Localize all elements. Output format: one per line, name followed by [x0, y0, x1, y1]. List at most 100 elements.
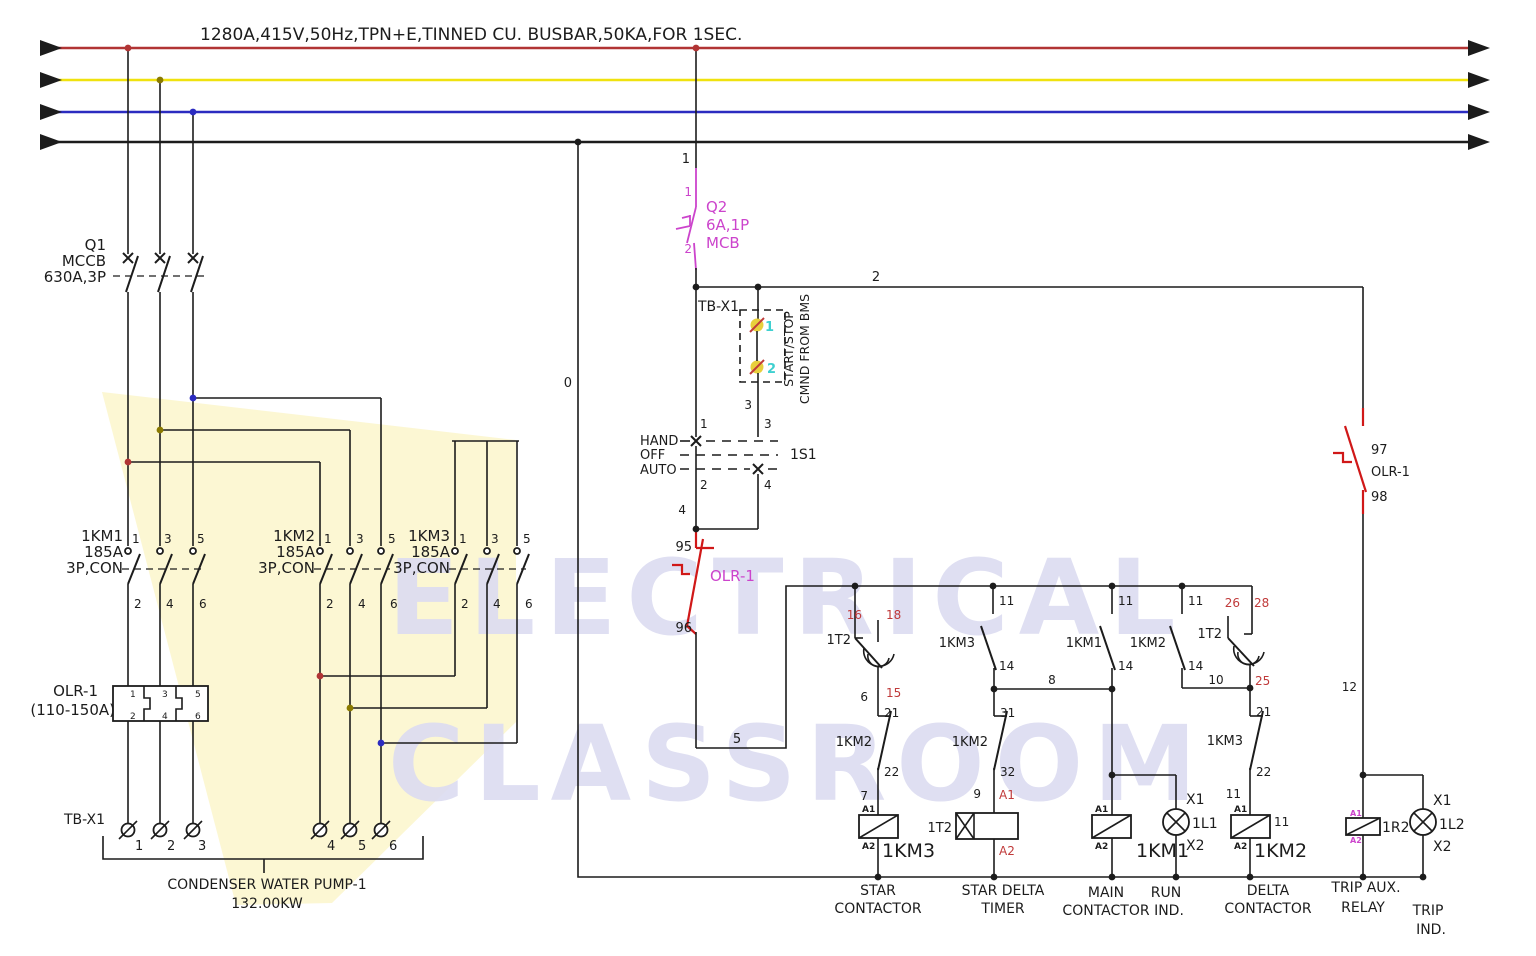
- label-r5-1t2-name: 1T2: [1198, 627, 1222, 642]
- label-r3-coil-a2: A2: [1095, 842, 1108, 852]
- label-olr1-name: OLR-1: [53, 682, 98, 700]
- label-olr1-t3: 3: [162, 690, 168, 700]
- label-r5-coil-11: 11: [1274, 815, 1289, 829]
- label-bms-caption-2: CMND FROM BMS: [797, 294, 812, 404]
- power-busbars: [40, 40, 1490, 150]
- bms-terminal-block: [739, 287, 786, 437]
- label-olr1-t1: 1: [130, 690, 136, 700]
- label-km1-t6: 6: [199, 597, 207, 611]
- label-wire-4: 4: [678, 503, 686, 517]
- label-r5-wire-11: 11: [1226, 787, 1241, 801]
- label-km3-t3: 3: [491, 532, 499, 546]
- label-cap-trip-aux-1: TRIP AUX.: [1330, 880, 1400, 896]
- label-cap-main-2: CONTACTOR: [1062, 903, 1149, 919]
- control-supply-wires: [577, 48, 1423, 878]
- label-km2-t5: 5: [388, 532, 396, 546]
- label-sel-off: OFF: [640, 448, 665, 463]
- label-wire-12: 12: [1342, 680, 1357, 694]
- watermark-triangle: [102, 392, 516, 905]
- label-r1-coil-a1: A1: [862, 805, 875, 815]
- label-sel-leg3: 3: [764, 417, 772, 431]
- label-r1-1t2-15: 15: [886, 686, 901, 700]
- label-km2-name: 1KM2: [273, 527, 315, 545]
- label-wire-2: 2: [872, 270, 880, 285]
- label-r2-km3-14: 14: [999, 659, 1014, 673]
- label-tbx1-2: 2: [167, 839, 175, 854]
- label-km2-t6: 6: [390, 597, 398, 611]
- olr1-nc-contact: [672, 531, 714, 748]
- label-olr-nc-name: OLR-1: [710, 567, 755, 585]
- label-r1-km2-name: 1KM2: [836, 735, 872, 750]
- label-relay-a1: A1: [1350, 809, 1362, 818]
- watermark-text: ELECTRICAL CLASSROOM: [388, 537, 1207, 825]
- contactor-1km2: [314, 547, 394, 823]
- label-r5-1t2-28: 28: [1254, 596, 1269, 610]
- label-r2-km2-name: 1KM2: [952, 735, 988, 750]
- label-km1-name: 1KM1: [81, 527, 123, 545]
- label-wire-5: 5: [733, 732, 741, 747]
- label-r5-1t2-26: 26: [1225, 596, 1240, 610]
- label-km1-rating: 185A: [84, 543, 124, 561]
- label-r4-km2-14: 14: [1188, 659, 1203, 673]
- label-cap-star-2: CONTACTOR: [834, 901, 921, 917]
- label-r2-km2-32: 32: [1000, 765, 1015, 779]
- label-km2-type: 3P,CON: [258, 559, 315, 577]
- label-km2-rating: 185A: [276, 543, 316, 561]
- watermark-line2: CLASSROOM: [388, 703, 1207, 825]
- label-q2-rating: 6A,1P: [706, 216, 749, 234]
- label-sel-auto: AUTO: [640, 463, 677, 478]
- label-r5-coil-a1: A1: [1234, 805, 1247, 815]
- label-bms-caption-1: START/STOP: [781, 311, 796, 387]
- label-km3-rating: 185A: [411, 543, 451, 561]
- label-pump-rating: 132.00KW: [231, 896, 303, 912]
- label-sel-leg1: 1: [700, 417, 708, 431]
- label-olr-nc-96: 96: [675, 621, 692, 636]
- label-tbx1-1: 1: [135, 839, 143, 854]
- label-km2-t1: 1: [324, 532, 332, 546]
- label-busbar-title: 1280A,415V,50Hz,TPN+E,TINNED CU. BUSBAR,…: [200, 25, 742, 45]
- label-r3-km1-name: 1KM1: [1066, 636, 1102, 651]
- label-r2-coil-a1: A1: [999, 788, 1015, 802]
- label-cap-delta-1: DELTA: [1247, 883, 1290, 899]
- watermark-line1: ELECTRICAL: [388, 537, 1185, 659]
- label-wire-10: 10: [1208, 673, 1223, 687]
- label-olr1-t5: 5: [195, 690, 201, 700]
- label-cap-run-2: IND.: [1154, 903, 1184, 919]
- contactor-1km1: [122, 547, 206, 686]
- label-layer: 1280A,415V,50Hz,TPN+E,TINNED CU. BUSBAR,…: [30, 25, 1464, 938]
- label-q2-type: MCB: [706, 234, 740, 252]
- label-r3-coil-name: 1KM1: [1136, 840, 1189, 862]
- label-olr-no-98: 98: [1371, 490, 1388, 505]
- label-km3-type: 3P,CON: [393, 559, 450, 577]
- label-km3-t6: 6: [525, 597, 533, 611]
- label-cap-run-1: RUN: [1151, 885, 1181, 901]
- label-r1-1t2-16: 16: [847, 608, 862, 622]
- label-km1-t3: 3: [164, 532, 172, 546]
- label-q2-name: Q2: [706, 198, 727, 216]
- label-olr-no-name: OLR-1: [1371, 465, 1410, 480]
- delta-feed-wires: [128, 397, 382, 546]
- label-sel-name: 1S1: [790, 447, 817, 463]
- junction-dots: [124, 44, 1427, 881]
- label-r3-coil-a1: A1: [1095, 805, 1108, 815]
- label-lamp2-x1: X1: [1433, 793, 1452, 809]
- label-sel-leg4: 4: [764, 478, 772, 492]
- label-r5-coil-name: 1KM2: [1254, 840, 1307, 862]
- label-tbx1-power-name: TB-X1: [63, 812, 105, 828]
- label-r1-coil-a2: A2: [862, 842, 875, 852]
- label-cap-trip-aux-2: RELAY: [1341, 900, 1385, 916]
- label-r1-km2-21: 21: [884, 706, 899, 720]
- label-lamp1-x2: X2: [1186, 838, 1205, 854]
- label-bms-term-1: 1: [765, 320, 774, 335]
- label-q2-t2: 2: [684, 242, 692, 256]
- label-km2-t3: 3: [356, 532, 364, 546]
- label-r1-wire-6: 6: [860, 690, 868, 704]
- q1-mccb-breaker: [113, 48, 206, 546]
- label-bms-term-2: 2: [767, 362, 776, 377]
- label-cap-delta-2: CONTACTOR: [1224, 901, 1311, 917]
- label-olr-no-97: 97: [1371, 443, 1388, 458]
- olr-1-heater: [112, 685, 209, 823]
- label-olr1-t6: 6: [195, 712, 201, 722]
